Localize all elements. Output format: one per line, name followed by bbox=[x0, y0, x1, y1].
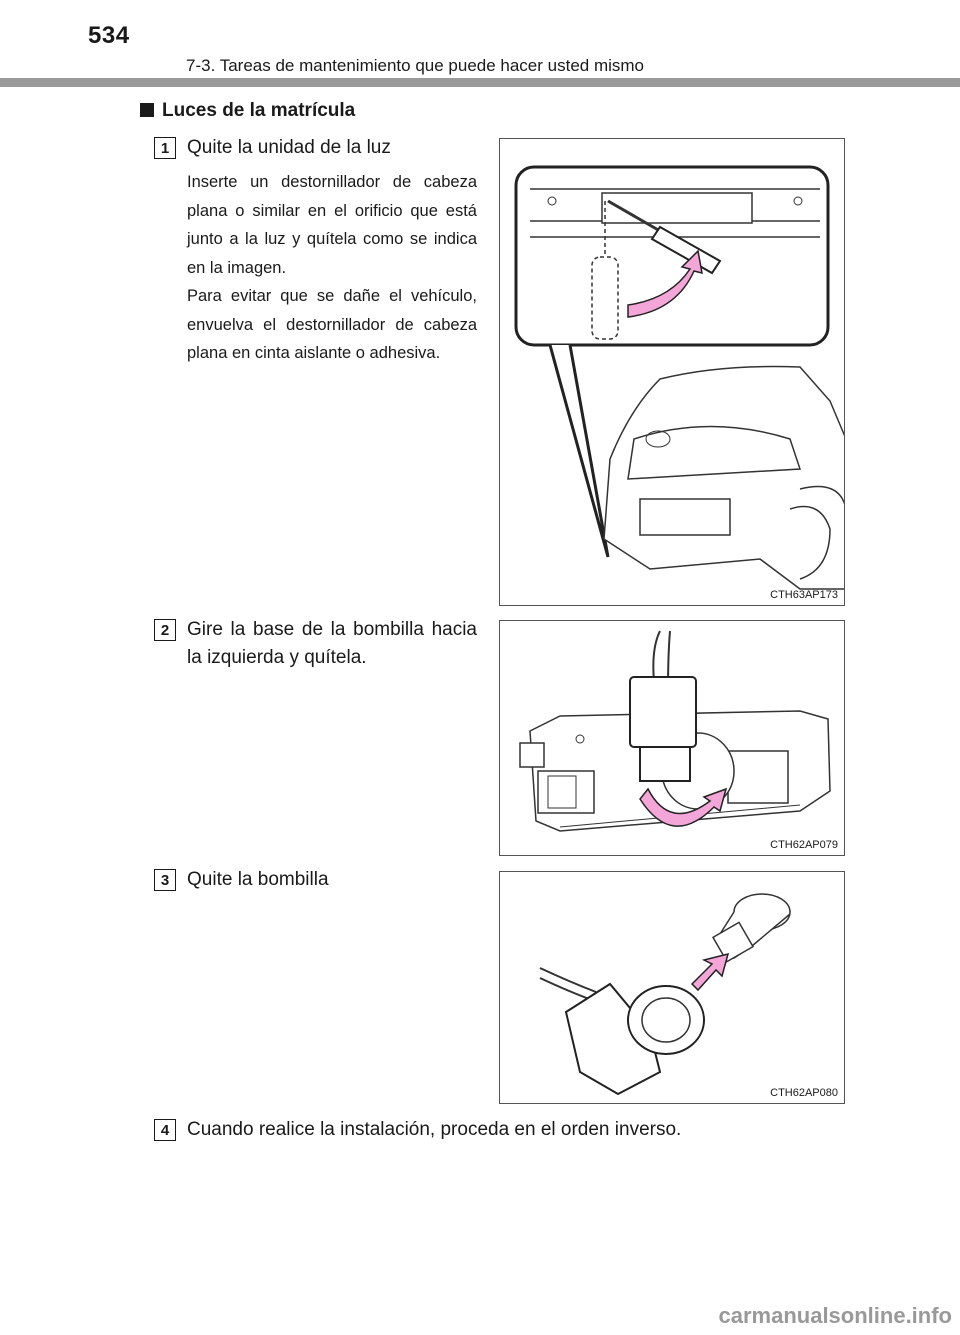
bulb-removal-illustration bbox=[539, 893, 791, 1096]
square-bullet-icon bbox=[140, 103, 154, 117]
bulb-socket-rotation-illustration bbox=[519, 630, 831, 832]
step-paragraph: Inserte un destornillador de cabeza plan… bbox=[187, 173, 477, 277]
figure-remove-light-unit: CTH63AP173 bbox=[499, 138, 845, 606]
step-number-badge: 2 bbox=[154, 619, 176, 641]
section-title: Luces de la matrícula bbox=[162, 100, 356, 121]
figure-remove-bulb: CTH62AP080 bbox=[499, 871, 845, 1104]
section-header: 7-3. Tareas de mantenimiento que puede h… bbox=[186, 56, 645, 75]
step-number-badge: 3 bbox=[154, 869, 176, 891]
step-heading: Gire la base de la bombilla hacia la izq… bbox=[187, 619, 477, 668]
step-heading: Quite la unidad de la luz bbox=[187, 137, 391, 158]
figure-code: CTH62AP079 bbox=[770, 839, 838, 851]
page-number: 534 bbox=[88, 22, 130, 49]
figure-turn-bulb-base: CTH62AP079 bbox=[499, 620, 845, 856]
step-number-badge: 4 bbox=[154, 1119, 176, 1141]
step-number-badge: 1 bbox=[154, 137, 176, 159]
step-heading: Cuando realice la instalación, proceda e… bbox=[187, 1119, 682, 1140]
figure-code: CTH63AP173 bbox=[770, 589, 838, 601]
car-rear-screwdriver-illustration bbox=[514, 165, 844, 590]
step-heading: Quite la bombilla bbox=[187, 869, 329, 890]
step-paragraph: Para evitar que se dañe el vehículo, env… bbox=[187, 287, 477, 362]
header-rule bbox=[0, 78, 960, 87]
watermark: carmanualsonline.info bbox=[718, 1303, 953, 1328]
figure-code: CTH62AP080 bbox=[770, 1087, 838, 1099]
